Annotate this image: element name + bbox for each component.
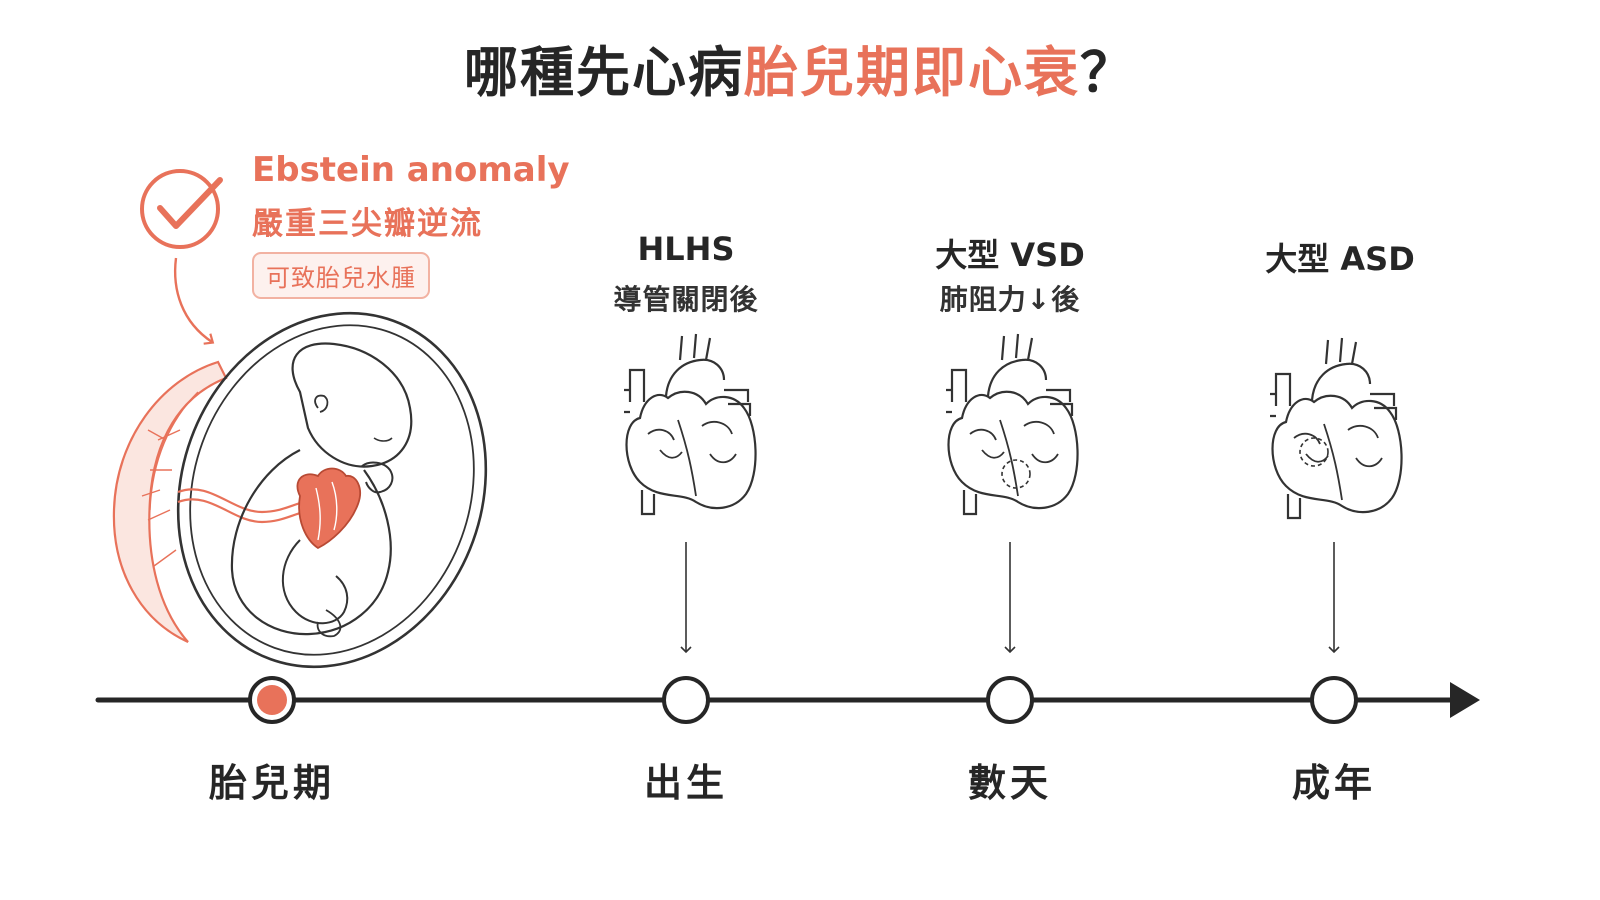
title-prefix: 哪種先心病 — [464, 41, 744, 104]
event-condition-hlhs: 導管關閉後 — [613, 283, 759, 316]
hydrops-badge: 可致胎兒水腫 — [252, 252, 430, 299]
stage-label-adult: 成年 — [1291, 761, 1376, 805]
heart-icon-hlhs — [622, 332, 757, 516]
stage-label-days: 數天 — [967, 761, 1052, 805]
check-circle-icon — [140, 169, 223, 249]
title-suffix: ？ — [1080, 41, 1136, 104]
timeline-node-days — [986, 676, 1034, 724]
heart-icon-vsd — [944, 332, 1079, 516]
event-name-asd: 大型 ASD — [1265, 240, 1415, 278]
page-title: 哪種先心病胎兒期即心衰？ — [0, 28, 1600, 107]
fetus-in-womb-illustration — [112, 311, 488, 669]
curved-arrow-icon — [174, 257, 215, 345]
tricuspid-regurgitation-label: 嚴重三尖瓣逆流 — [252, 206, 483, 242]
timeline-node-adult — [1310, 676, 1358, 724]
stage-label-birth: 出生 — [643, 761, 728, 805]
timeline-node-fetal-fill — [257, 685, 287, 715]
event-name-hlhs: HLHS — [637, 230, 735, 268]
event-condition-vsd: 肺阻力↓後 — [939, 283, 1081, 316]
event-name-vsd: 大型 VSD — [935, 236, 1085, 274]
ebstein-anomaly-label: Ebstein anomaly — [252, 150, 570, 190]
stage-label-fetal: 胎兒期 — [208, 761, 335, 805]
timeline-node-birth — [662, 676, 710, 724]
timeline — [95, 676, 1480, 724]
heart-icon-asd — [1268, 336, 1403, 520]
title-highlight: 胎兒期即心衰 — [744, 41, 1080, 104]
timeline-arrow-icon — [1450, 682, 1480, 718]
